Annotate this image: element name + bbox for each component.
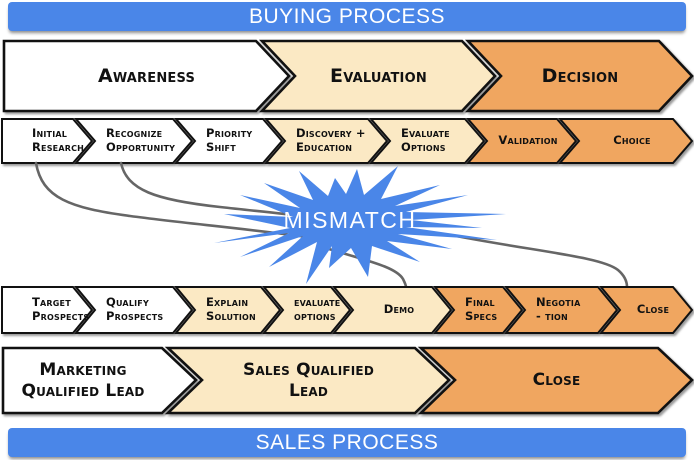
stage-sql-label: Sales Qualified Lead	[243, 360, 374, 401]
step-recognize-opportunity-shape	[73, 118, 194, 164]
step-discovery-education-label: Discovery + Education	[296, 126, 366, 154]
step-demo-label: Demo	[383, 302, 415, 317]
step-close-small-label: Close	[636, 302, 670, 317]
step-priority-shift-shape	[173, 118, 284, 164]
stage-decision-label: Decision	[541, 64, 619, 87]
stage-mql-shape	[1, 346, 198, 415]
step-negotiation-label: Negotia - tion	[536, 295, 581, 323]
step-close-small-shape	[598, 286, 694, 334]
step-validation-shape	[465, 118, 578, 164]
step-explain-solution-label: Explain Solution	[206, 295, 256, 323]
sales-process-banner: SALES PROCESS	[8, 428, 686, 457]
step-demo-shape	[331, 286, 453, 334]
step-evaluate-options-label: Evaluate Options	[401, 126, 450, 154]
step-evaluate-options-selling-label: evaluate options	[294, 295, 341, 323]
stage-evaluation-shape	[258, 39, 497, 113]
mismatch-label: MISMATCH	[283, 206, 417, 233]
step-initial-research-label: Initial Research	[32, 126, 85, 154]
stage-awareness-shape	[2, 39, 291, 113]
step-validation-label: Validation	[498, 133, 558, 148]
step-target-prospects-shape	[1, 286, 94, 334]
stage-awareness-label: Awareness	[97, 64, 196, 87]
step-final-specs-shape	[432, 286, 524, 334]
step-negotiation-shape	[503, 286, 619, 334]
step-priority-shift-label: Priority Shift	[206, 126, 253, 154]
stage-close-shape	[417, 346, 694, 415]
stage-evaluation-label: Evaluation	[330, 64, 427, 87]
step-recognize-opportunity-label: Recognize Opportunity	[106, 126, 176, 154]
mismatch-starburst	[214, 166, 506, 284]
step-evaluate-options-selling-shape	[261, 286, 352, 334]
step-final-specs-label: Final Specs	[465, 295, 498, 323]
step-qualify-prospects-label: Qualify Prospects	[106, 295, 164, 323]
step-choice-shape	[557, 118, 694, 164]
connector-recognize-opportunity-line	[119, 161, 302, 218]
step-discovery-education-shape	[263, 118, 389, 164]
step-initial-research-shape	[1, 118, 94, 164]
stage-sql-shape	[164, 346, 451, 415]
stage-mql-label: Marketing Qualified Lead	[21, 360, 145, 401]
step-target-prospects-label: Target Prospects	[32, 295, 90, 323]
step-choice-label: Choice	[613, 133, 651, 148]
step-explain-solution-shape	[173, 286, 282, 334]
connector-close-line	[454, 234, 629, 289]
stage-close-label: Close	[532, 370, 581, 391]
step-evaluate-options-shape	[368, 118, 486, 164]
step-qualify-prospects-shape	[73, 286, 194, 334]
stage-decision-shape	[464, 39, 694, 113]
buying-process-banner: BUYING PROCESS	[8, 2, 686, 31]
